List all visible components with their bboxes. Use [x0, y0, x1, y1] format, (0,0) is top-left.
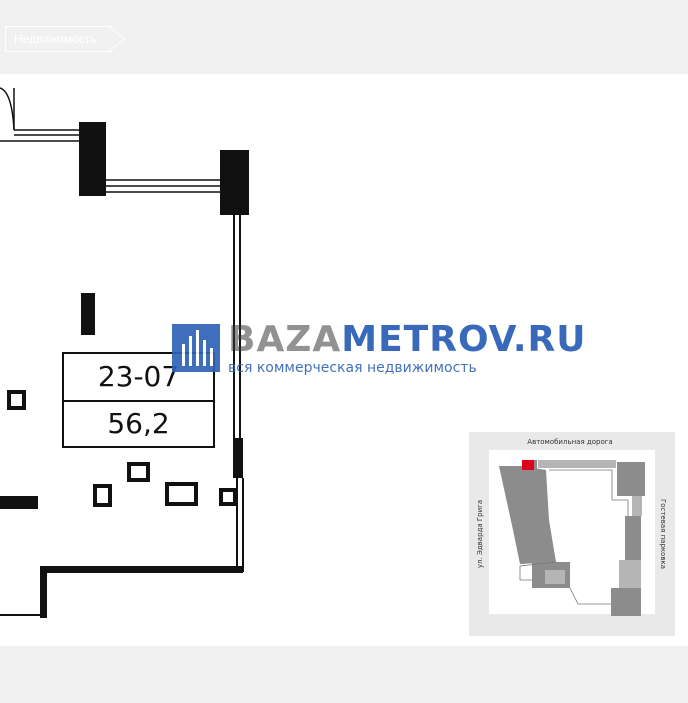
wall-segments [0, 122, 249, 509]
minimap-road-right: Гостевая парковка [659, 499, 667, 569]
floor-plan: Автомобильная дорога ул. Эдварда Грига Г… [0, 87, 675, 636]
bottom-bar [0, 646, 688, 703]
unit-area: 56,2 [107, 407, 170, 440]
breadcrumb-item[interactable]: Недвижимость [5, 26, 111, 52]
brand-logo-icon [172, 324, 220, 372]
unit-location-marker [522, 460, 534, 470]
unit-number: 23-07 [97, 360, 180, 393]
breadcrumb-chevron-icon [108, 26, 126, 52]
top-bar: Недвижимость [0, 0, 688, 74]
floor-plan-viewer[interactable]: Автомобильная дорога ул. Эдварда Грига Г… [0, 74, 688, 646]
watermark: BAZAMETROV.RU вся коммерческая недвижимо… [172, 320, 585, 382]
watermark-brand: BAZAMETROV.RU [228, 319, 587, 360]
location-minimap: Автомобильная дорога ул. Эдварда Грига Г… [469, 432, 675, 636]
minimap-road-top: Автомобильная дорога [527, 438, 612, 446]
minimap-road-left: ул. Эдварда Грига [476, 500, 484, 568]
columns [7, 390, 237, 507]
watermark-tagline: вся коммерческая недвижимость [228, 360, 477, 376]
